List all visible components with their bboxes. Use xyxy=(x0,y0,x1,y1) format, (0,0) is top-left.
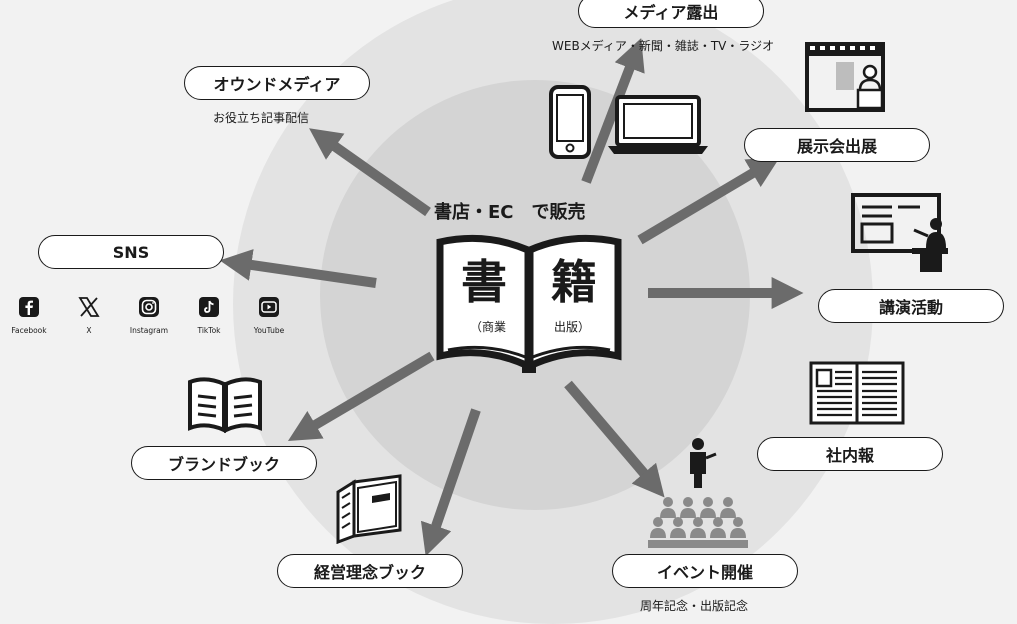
node-philosophy-book: 経営理念ブック xyxy=(277,554,463,588)
sns-instagram-label: Instagram xyxy=(129,326,169,335)
sns-facebook: Facebook xyxy=(8,296,50,335)
node-exhibition: 展示会出展 xyxy=(744,128,930,162)
sns-x-label: X xyxy=(86,326,92,335)
exhibition-booth-icon xyxy=(805,42,885,112)
center-title: 書店・EC で販売 xyxy=(434,202,586,223)
node-media: メディア露出 xyxy=(578,0,764,28)
node-sns: SNS xyxy=(38,235,224,269)
node-newsletter: 社内報 xyxy=(757,437,943,471)
center-char-1: 書 xyxy=(461,255,507,309)
node-media-sub: WEBメディア・新聞・雑誌・TV・ラジオ xyxy=(552,39,775,53)
laptop-icon xyxy=(608,95,708,154)
x-icon xyxy=(78,297,100,317)
lecture-podium-icon xyxy=(851,193,948,272)
arrow-owned xyxy=(309,128,431,217)
arrow-philosophy xyxy=(420,408,481,557)
sns-facebook-label: Facebook xyxy=(11,326,47,335)
arrow-event xyxy=(564,380,665,498)
sns-tiktok: TikTok xyxy=(188,296,230,335)
node-event: イベント開催 xyxy=(612,554,798,588)
tiktok-icon xyxy=(199,297,219,317)
event-audience-icon xyxy=(648,438,748,548)
sns-instagram: Instagram xyxy=(128,296,170,335)
node-event-sub: 周年記念・出版記念 xyxy=(640,599,749,613)
sns-youtube-label: YouTube xyxy=(253,326,285,335)
center-sub-2: 出版） xyxy=(554,320,590,334)
sns-platforms: Facebook X Instagram TikTok YouTube xyxy=(8,296,290,335)
smartphone-icon xyxy=(549,85,591,159)
philosophy-book-icon xyxy=(336,474,402,544)
facebook-icon xyxy=(19,297,39,317)
brand-book-icon xyxy=(188,377,262,434)
arrow-media xyxy=(581,38,645,184)
node-owned-media-sub: お役立ち記事配信 xyxy=(213,111,310,125)
node-brand-book: ブランドブック xyxy=(131,446,317,480)
node-owned-media: オウンドメディア xyxy=(184,66,370,100)
center-sub-1: （商業 xyxy=(470,319,506,334)
sns-x: X xyxy=(68,296,110,335)
sns-tiktok-label: TikTok xyxy=(197,326,221,335)
newsletter-icon xyxy=(809,361,905,425)
open-book-icon: 書 籍 （商業 出版） xyxy=(436,234,622,373)
node-lecture: 講演活動 xyxy=(818,289,1004,323)
arrow-exhibition xyxy=(637,156,781,245)
youtube-icon xyxy=(259,297,279,317)
arrow-sns xyxy=(219,249,377,288)
sns-youtube: YouTube xyxy=(248,296,290,335)
instagram-icon xyxy=(139,297,159,317)
center-char-2: 籍 xyxy=(551,255,597,309)
arrow-brandbook xyxy=(287,351,435,442)
